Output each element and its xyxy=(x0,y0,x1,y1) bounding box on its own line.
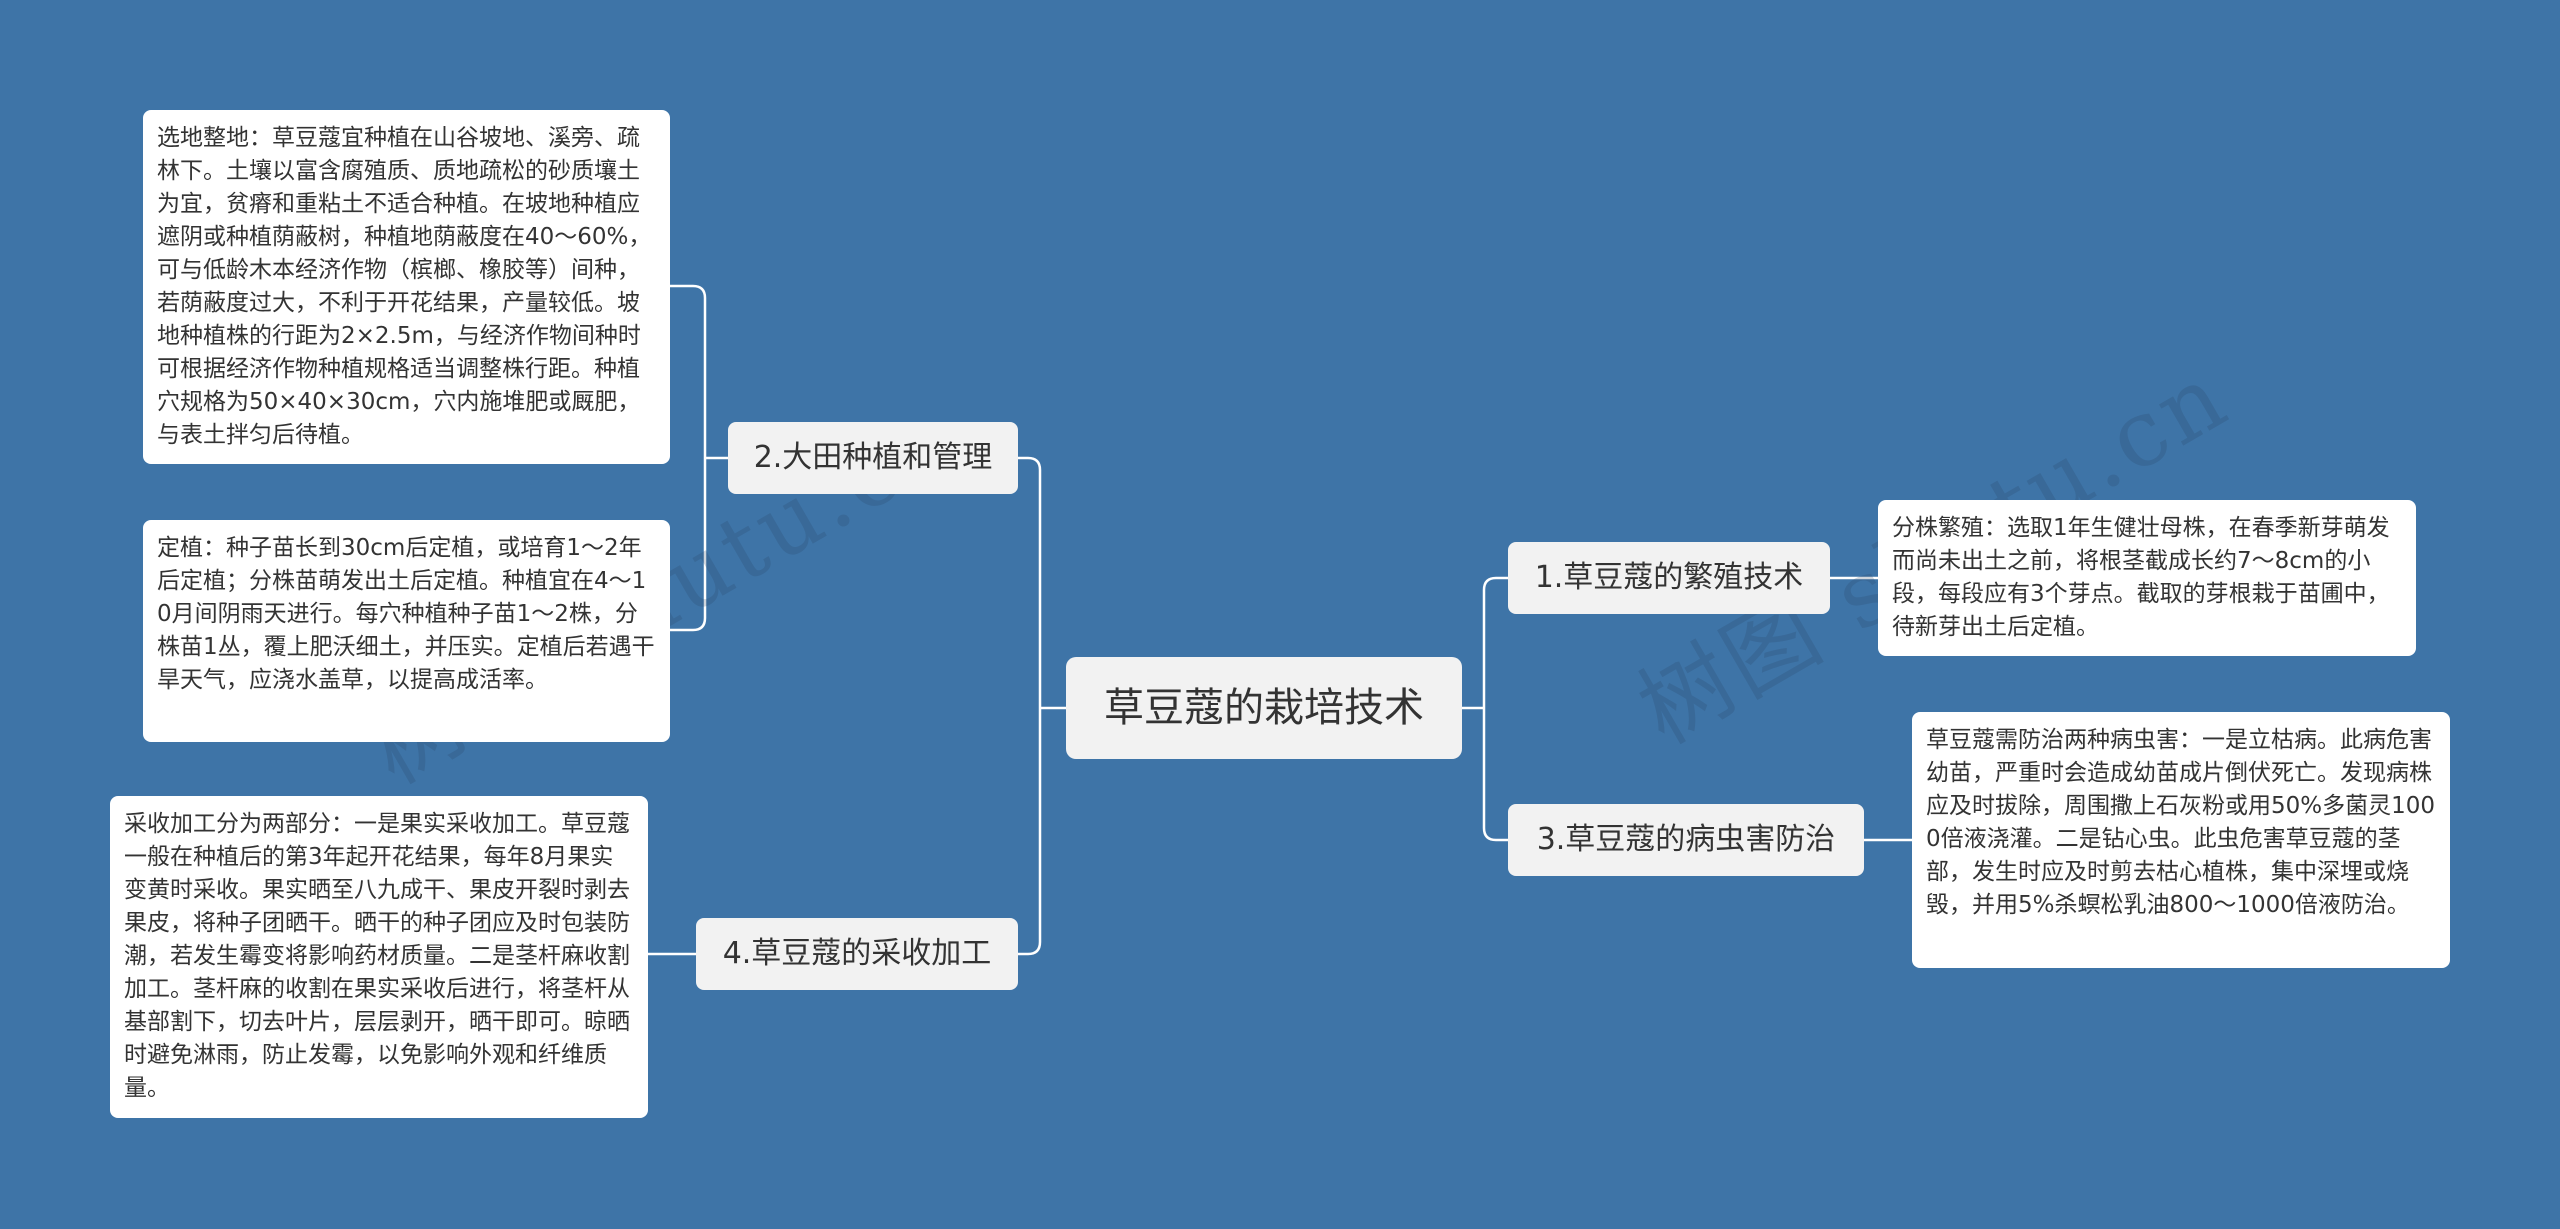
branch-propagation[interactable]: 1.草豆蔻的繁殖技术 xyxy=(1508,542,1830,614)
connector-left-spine xyxy=(1027,456,1042,956)
connector-branch2-leaves xyxy=(670,284,728,632)
connector-right-spine xyxy=(1482,576,1497,842)
leaf-pest-detail[interactable]: 草豆蔻需防治两种病虫害：一是立枯病。此病危害幼苗，严重时会造成幼苗成片倒伏死亡。… xyxy=(1912,712,2450,968)
leaf-harvest-detail[interactable]: 采收加工分为两部分：一是果实采收加工。草豆蔻一般在种植后的第3年起开花结果，每年… xyxy=(110,796,648,1118)
branch-harvest-processing[interactable]: 4.草豆蔻的采收加工 xyxy=(696,918,1018,990)
root-topic[interactable]: 草豆蔻的栽培技术 xyxy=(1066,657,1462,759)
leaf-propagation-detail[interactable]: 分株繁殖：选取1年生健壮母株，在春季新芽萌发而尚未出土之前，将根茎截成长约7～8… xyxy=(1878,500,2416,656)
branch-pest-control[interactable]: 3.草豆蔻的病虫害防治 xyxy=(1508,804,1864,876)
leaf-site-preparation[interactable]: 选地整地：草豆蔻宜种植在山谷坡地、溪旁、疏林下。土壤以富含腐殖质、质地疏松的砂质… xyxy=(143,110,670,464)
branch-field-planting[interactable]: 2.大田种植和管理 xyxy=(728,422,1018,494)
leaf-transplanting[interactable]: 定植：种子苗长到30cm后定植，或培育1～2年后定植；分株苗萌发出土后定植。种植… xyxy=(143,520,670,742)
